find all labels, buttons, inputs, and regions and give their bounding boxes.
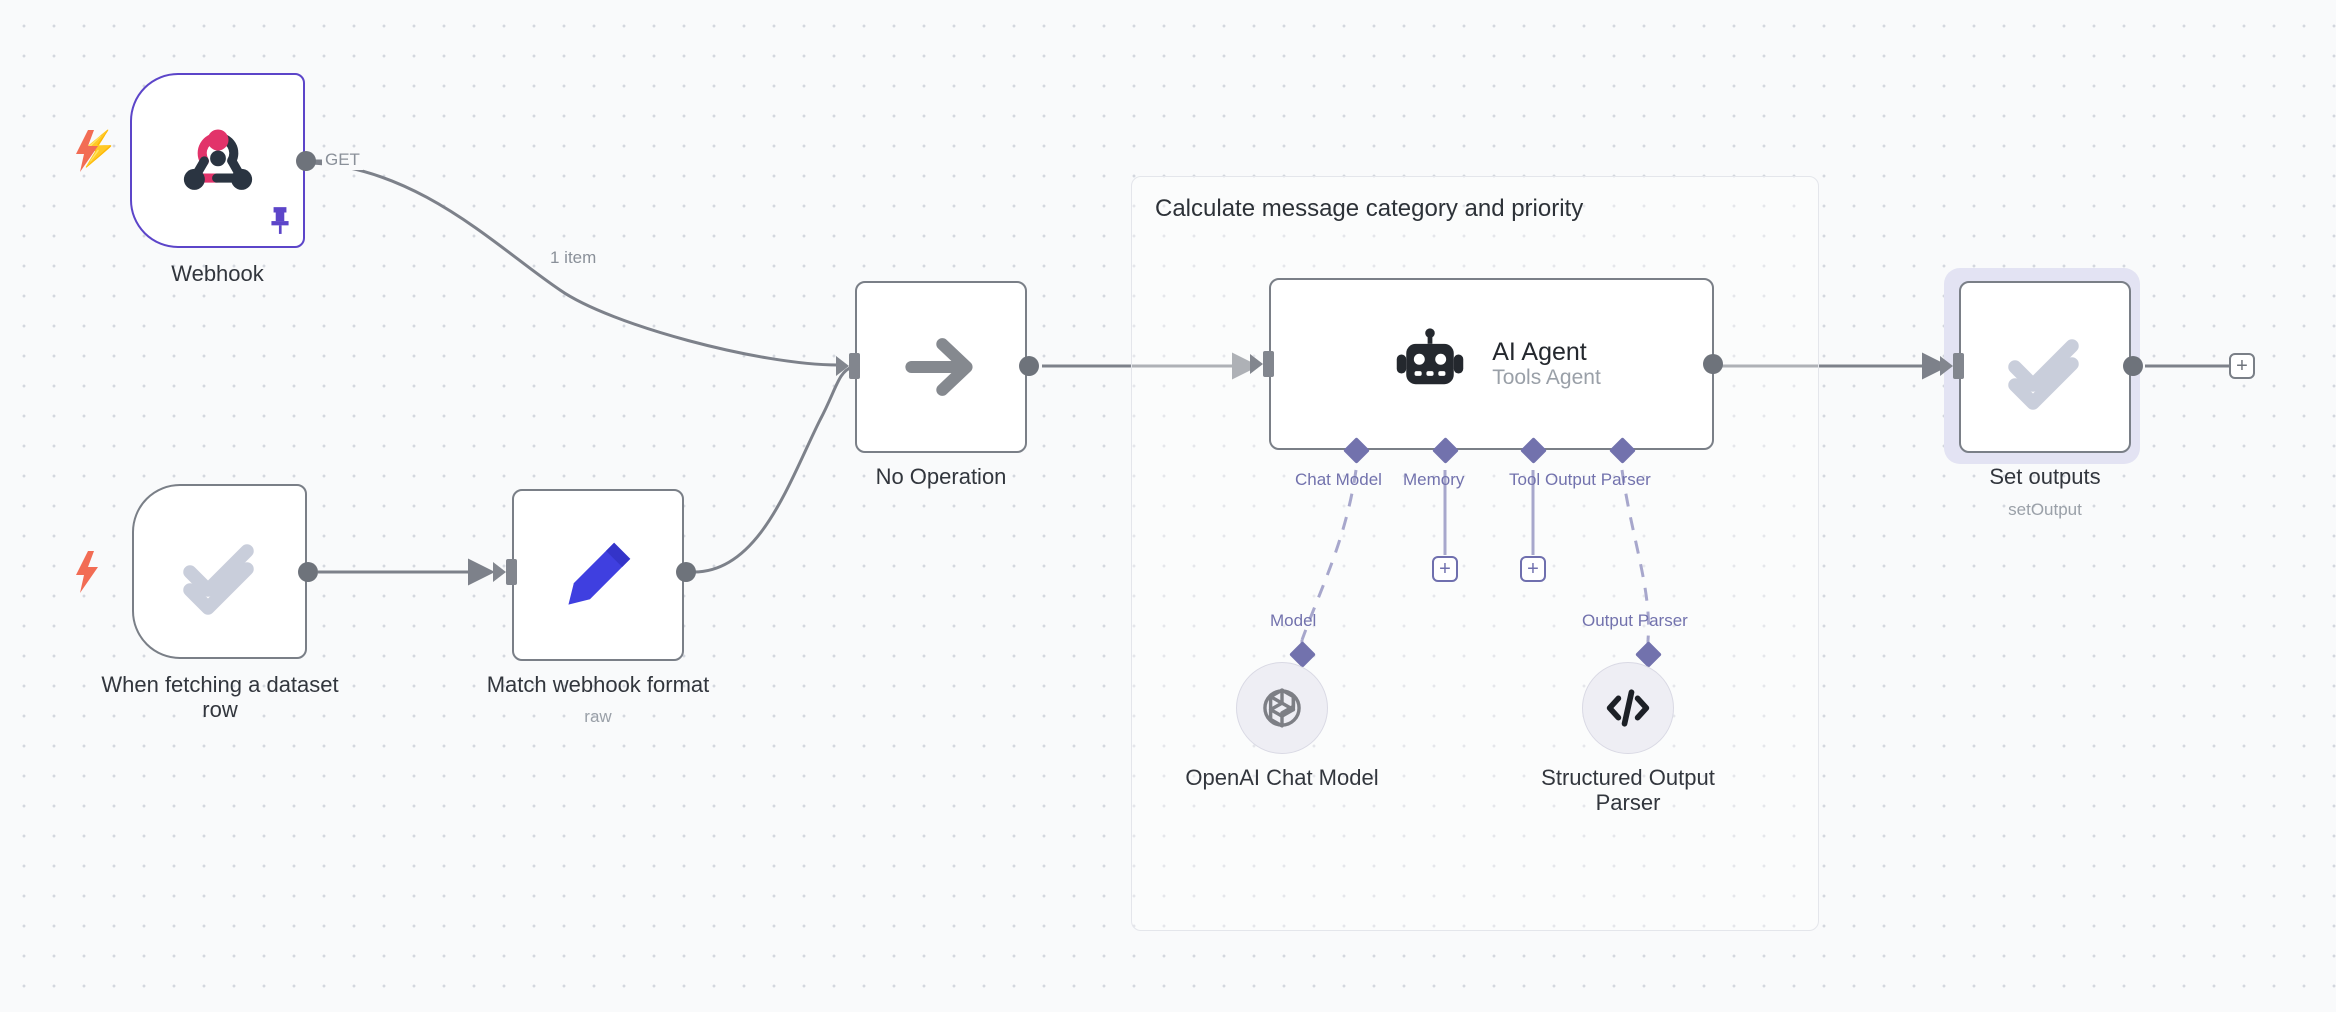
subnode-label-structured-output-parser: Structured Output Parser [1541, 765, 1715, 816]
port-in-ai-agent[interactable] [1250, 351, 1274, 377]
ai-port-label-chat-model: Chat Model [1295, 470, 1382, 489]
subnode-port-label-output-parser: Output Parser [1582, 611, 1688, 630]
bolt-glyph-icon [76, 130, 98, 172]
add-tool-button[interactable]: + [1520, 556, 1546, 582]
code-brackets-icon [1606, 689, 1650, 727]
node-when-fetching-dataset-row[interactable] [132, 484, 307, 659]
pin-glyph-icon [271, 207, 289, 234]
node-label-when-fetching-dataset-row: When fetching a dataset row [101, 672, 339, 722]
pin-icon [267, 205, 293, 240]
node-set-outputs[interactable] [1959, 281, 2131, 453]
subnode-structured-output-parser[interactable] [1582, 662, 1674, 754]
port-out-when-fetching-dataset-row[interactable] [298, 562, 318, 582]
node-subtitle-set-outputs: setOutput [2008, 500, 2082, 519]
node-label-set-outputs: Set outputs [1989, 464, 2101, 489]
group-frame-title: Calculate message category and priority [1155, 195, 1584, 222]
subnode-port-label-model: Model [1270, 611, 1317, 630]
arrow-right-icon [905, 338, 973, 396]
edge-label-webhook-method: GET [322, 150, 363, 170]
bolt-glyph-icon [76, 551, 98, 593]
subnode-openai-chat-model[interactable] [1236, 662, 1328, 754]
double-check-icon [182, 543, 254, 615]
ai-port-label-memory: Memory [1403, 470, 1465, 489]
port-in-match-webhook-format[interactable] [493, 559, 517, 585]
ai-port-label-tool: Tool [1509, 470, 1541, 489]
edge-label-items-count: 1 item [547, 248, 600, 268]
port-out-ai-agent[interactable] [1703, 354, 1723, 374]
double-check-icon [2008, 339, 2079, 410]
pencil-icon [568, 542, 631, 605]
webhook-icon [183, 129, 252, 190]
trigger-bolt-when-fetching [74, 551, 100, 598]
add-memory-button[interactable]: + [1432, 556, 1458, 582]
node-label-webhook: Webhook [171, 261, 264, 286]
robot-icon [1396, 328, 1464, 385]
node-no-operation[interactable] [855, 281, 1027, 453]
node-label-match-webhook-format: Match webhook format [486, 672, 710, 697]
node-subtitle-ai-agent: Tools Agent [1492, 366, 1601, 390]
node-ai-agent[interactable]: AI Agent Tools Agent [1269, 278, 1714, 450]
port-out-webhook[interactable] [296, 151, 316, 171]
ai-agent-content: AI Agent Tools Agent [1382, 326, 1601, 402]
node-label-no-operation: No Operation [875, 464, 1007, 489]
trigger-bolt-shape-webhook [74, 130, 100, 172]
add-node-button[interactable]: + [2229, 353, 2255, 379]
node-label-ai-agent: AI Agent [1492, 338, 1587, 367]
port-in-set-outputs[interactable] [1940, 353, 1964, 379]
port-out-set-outputs[interactable] [2123, 356, 2143, 376]
node-webhook[interactable] [130, 73, 305, 248]
port-in-no-operation[interactable] [836, 353, 860, 379]
openai-icon [1263, 688, 1301, 728]
ai-agent-text: AI Agent Tools Agent [1492, 338, 1601, 390]
ai-port-label-output-parser: Output Parser [1545, 470, 1651, 489]
port-out-no-operation[interactable] [1019, 356, 1039, 376]
port-out-match-webhook-format[interactable] [676, 562, 696, 582]
subnode-label-openai-chat-model: OpenAI Chat Model [1185, 765, 1379, 790]
node-subtitle-match-webhook-format: raw [584, 707, 612, 726]
node-match-webhook-format[interactable] [512, 489, 684, 661]
